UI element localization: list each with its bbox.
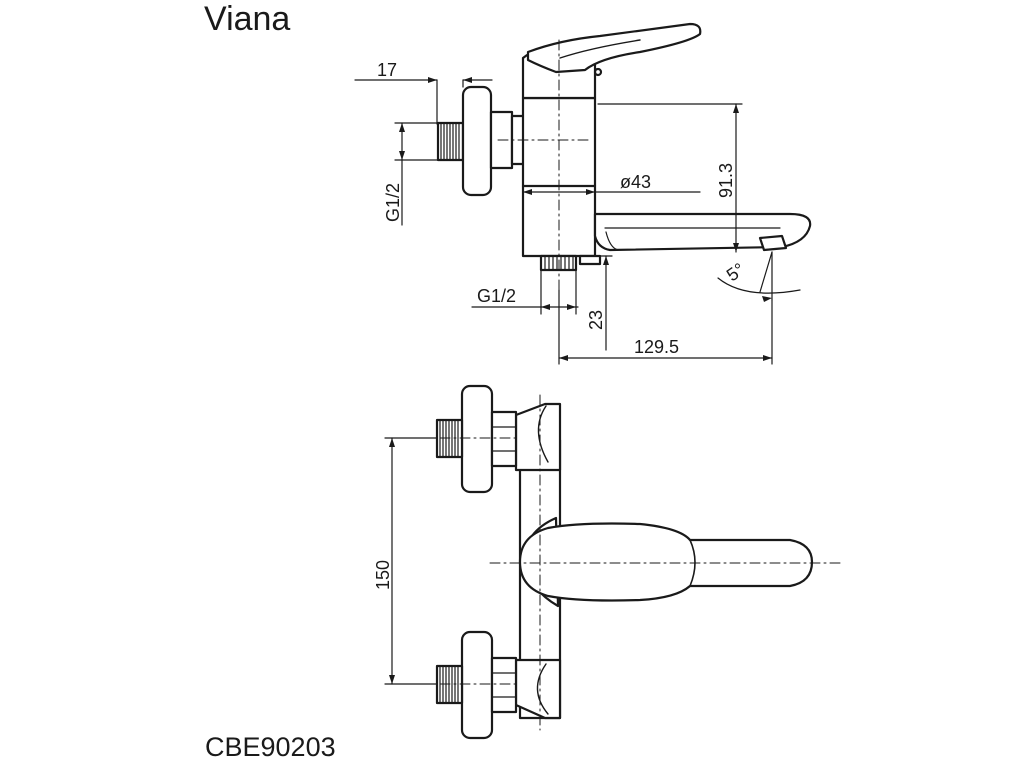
dim-spout-reach: 129.5 [634, 337, 679, 357]
side-aerator [758, 234, 788, 252]
front-upper-connector [514, 402, 562, 472]
product-title: Viana [204, 0, 291, 38]
front-view: 150 [373, 384, 841, 740]
front-upper-flange [460, 384, 494, 494]
dim-outlet-offset: 23 [586, 310, 606, 330]
side-spout [593, 212, 812, 252]
dim-inlet-spacing: 150 [373, 560, 393, 590]
product-code: CBE90203 [205, 732, 336, 762]
dim-thread-outlet: G1/2 [477, 286, 516, 306]
dim-spout-angle: 5° [723, 259, 749, 285]
dim-body-diameter: ø43 [620, 172, 651, 192]
dim-thread-wall: G1/2 [383, 183, 403, 222]
dim-flange-depth: 17 [377, 60, 397, 80]
front-lower-flange [460, 630, 494, 740]
dim-height: 91.3 [716, 163, 736, 198]
side-cover-flange [461, 85, 493, 197]
side-lever [526, 22, 702, 74]
side-view: 17 G1/2 ø43 91.3 5° G1/2 [354, 22, 812, 365]
